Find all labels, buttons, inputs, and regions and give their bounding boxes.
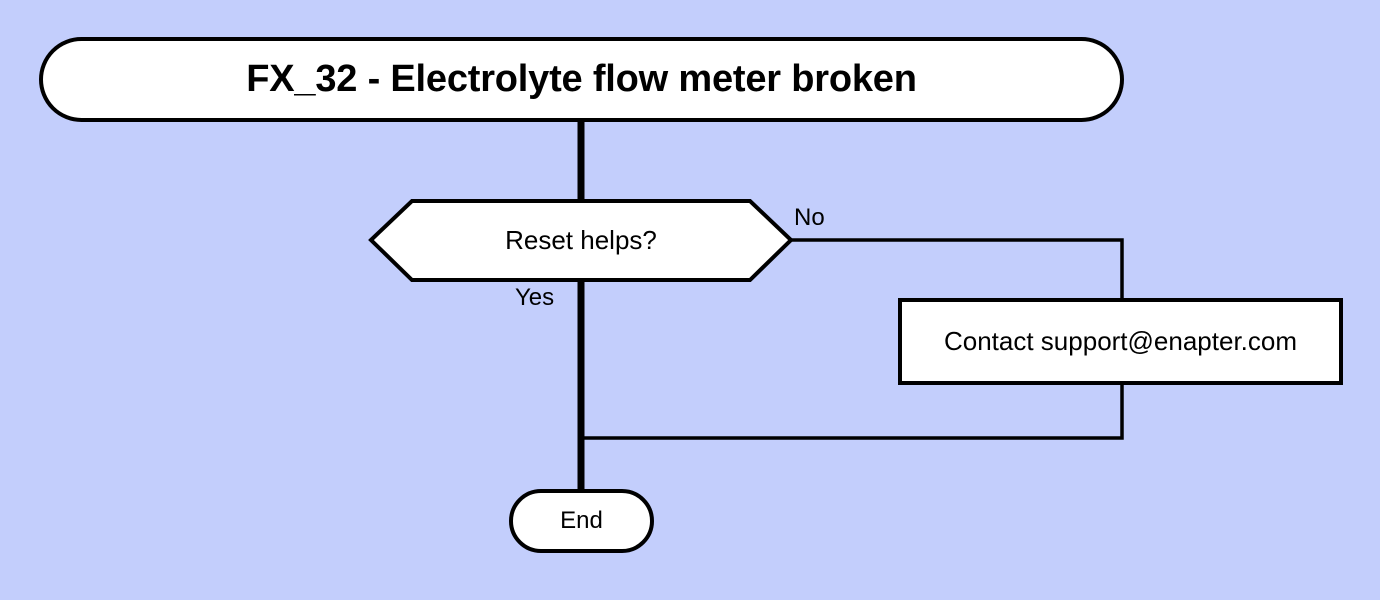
edge-support-to-end — [584, 383, 1124, 440]
node-end-shape[interactable] — [509, 489, 654, 553]
node-support-shape[interactable] — [898, 298, 1343, 385]
node-title-shape[interactable] — [39, 37, 1124, 122]
node-decision-shape[interactable] — [368, 199, 794, 282]
edge-decision-no-to-support — [791, 238, 1124, 300]
